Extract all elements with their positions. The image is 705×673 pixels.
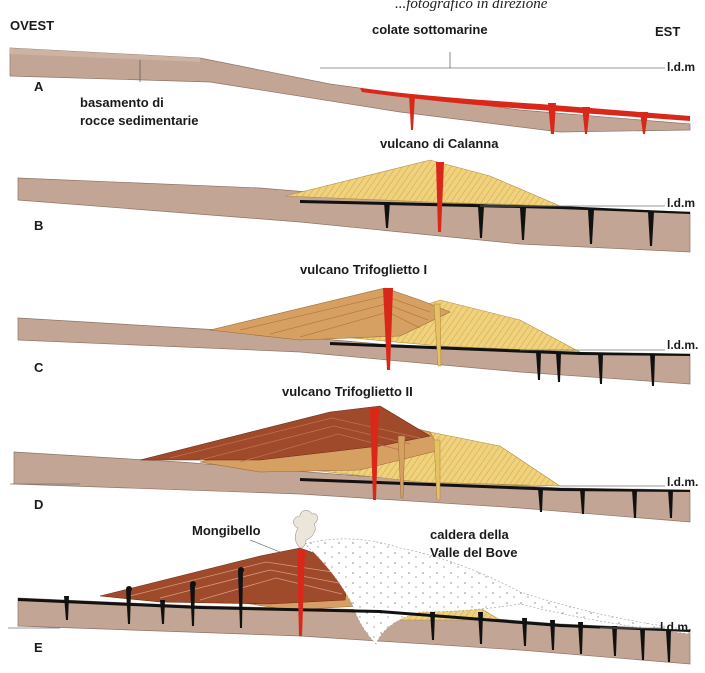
panel-d-section — [10, 406, 690, 522]
panel-a-letter: A — [34, 79, 43, 94]
panel-b-caption: vulcano di Calanna — [380, 136, 498, 151]
east-label: EST — [655, 24, 680, 39]
panel-e-caldera-line1: caldera della — [430, 527, 509, 542]
panel-c-letter: C — [34, 360, 43, 375]
panel-b-section — [18, 160, 690, 252]
panel-c-sea-level-label: l.d.m. — [667, 338, 698, 353]
panel-e-caldera-line2: Valle del Bove — [430, 545, 517, 560]
panel-a-caption: colate sottomarine — [372, 22, 488, 37]
panel-a-sea-level-label: l.d.m — [667, 60, 695, 75]
panel-e-mongibello-volcano — [100, 548, 350, 604]
panel-b-sea-level-label: l.d.m — [667, 196, 695, 211]
panel-e-sea-level-label: l.d.m. — [660, 620, 691, 635]
panel-d-letter: D — [34, 497, 43, 512]
panel-a-note-line2: rocce sedimentarie — [80, 113, 199, 128]
panel-e-pointer — [250, 540, 280, 552]
header-partial-caption: ...fotografico in direzione — [395, 0, 547, 13]
panel-c-caption: vulcano Trifoglietto I — [300, 262, 427, 277]
panel-e-caption: Mongibello — [192, 523, 261, 538]
panel-e-letter: E — [34, 640, 43, 655]
panel-e-section — [8, 510, 690, 664]
panel-c-section — [18, 288, 690, 386]
panel-b-letter: B — [34, 218, 43, 233]
panel-a-note-line1: basamento di — [80, 95, 164, 110]
panel-d-caption: vulcano Trifoglietto II — [282, 384, 413, 399]
panel-d-sea-level-label: l.d.m. — [667, 475, 698, 490]
west-label: OVEST — [10, 18, 54, 33]
